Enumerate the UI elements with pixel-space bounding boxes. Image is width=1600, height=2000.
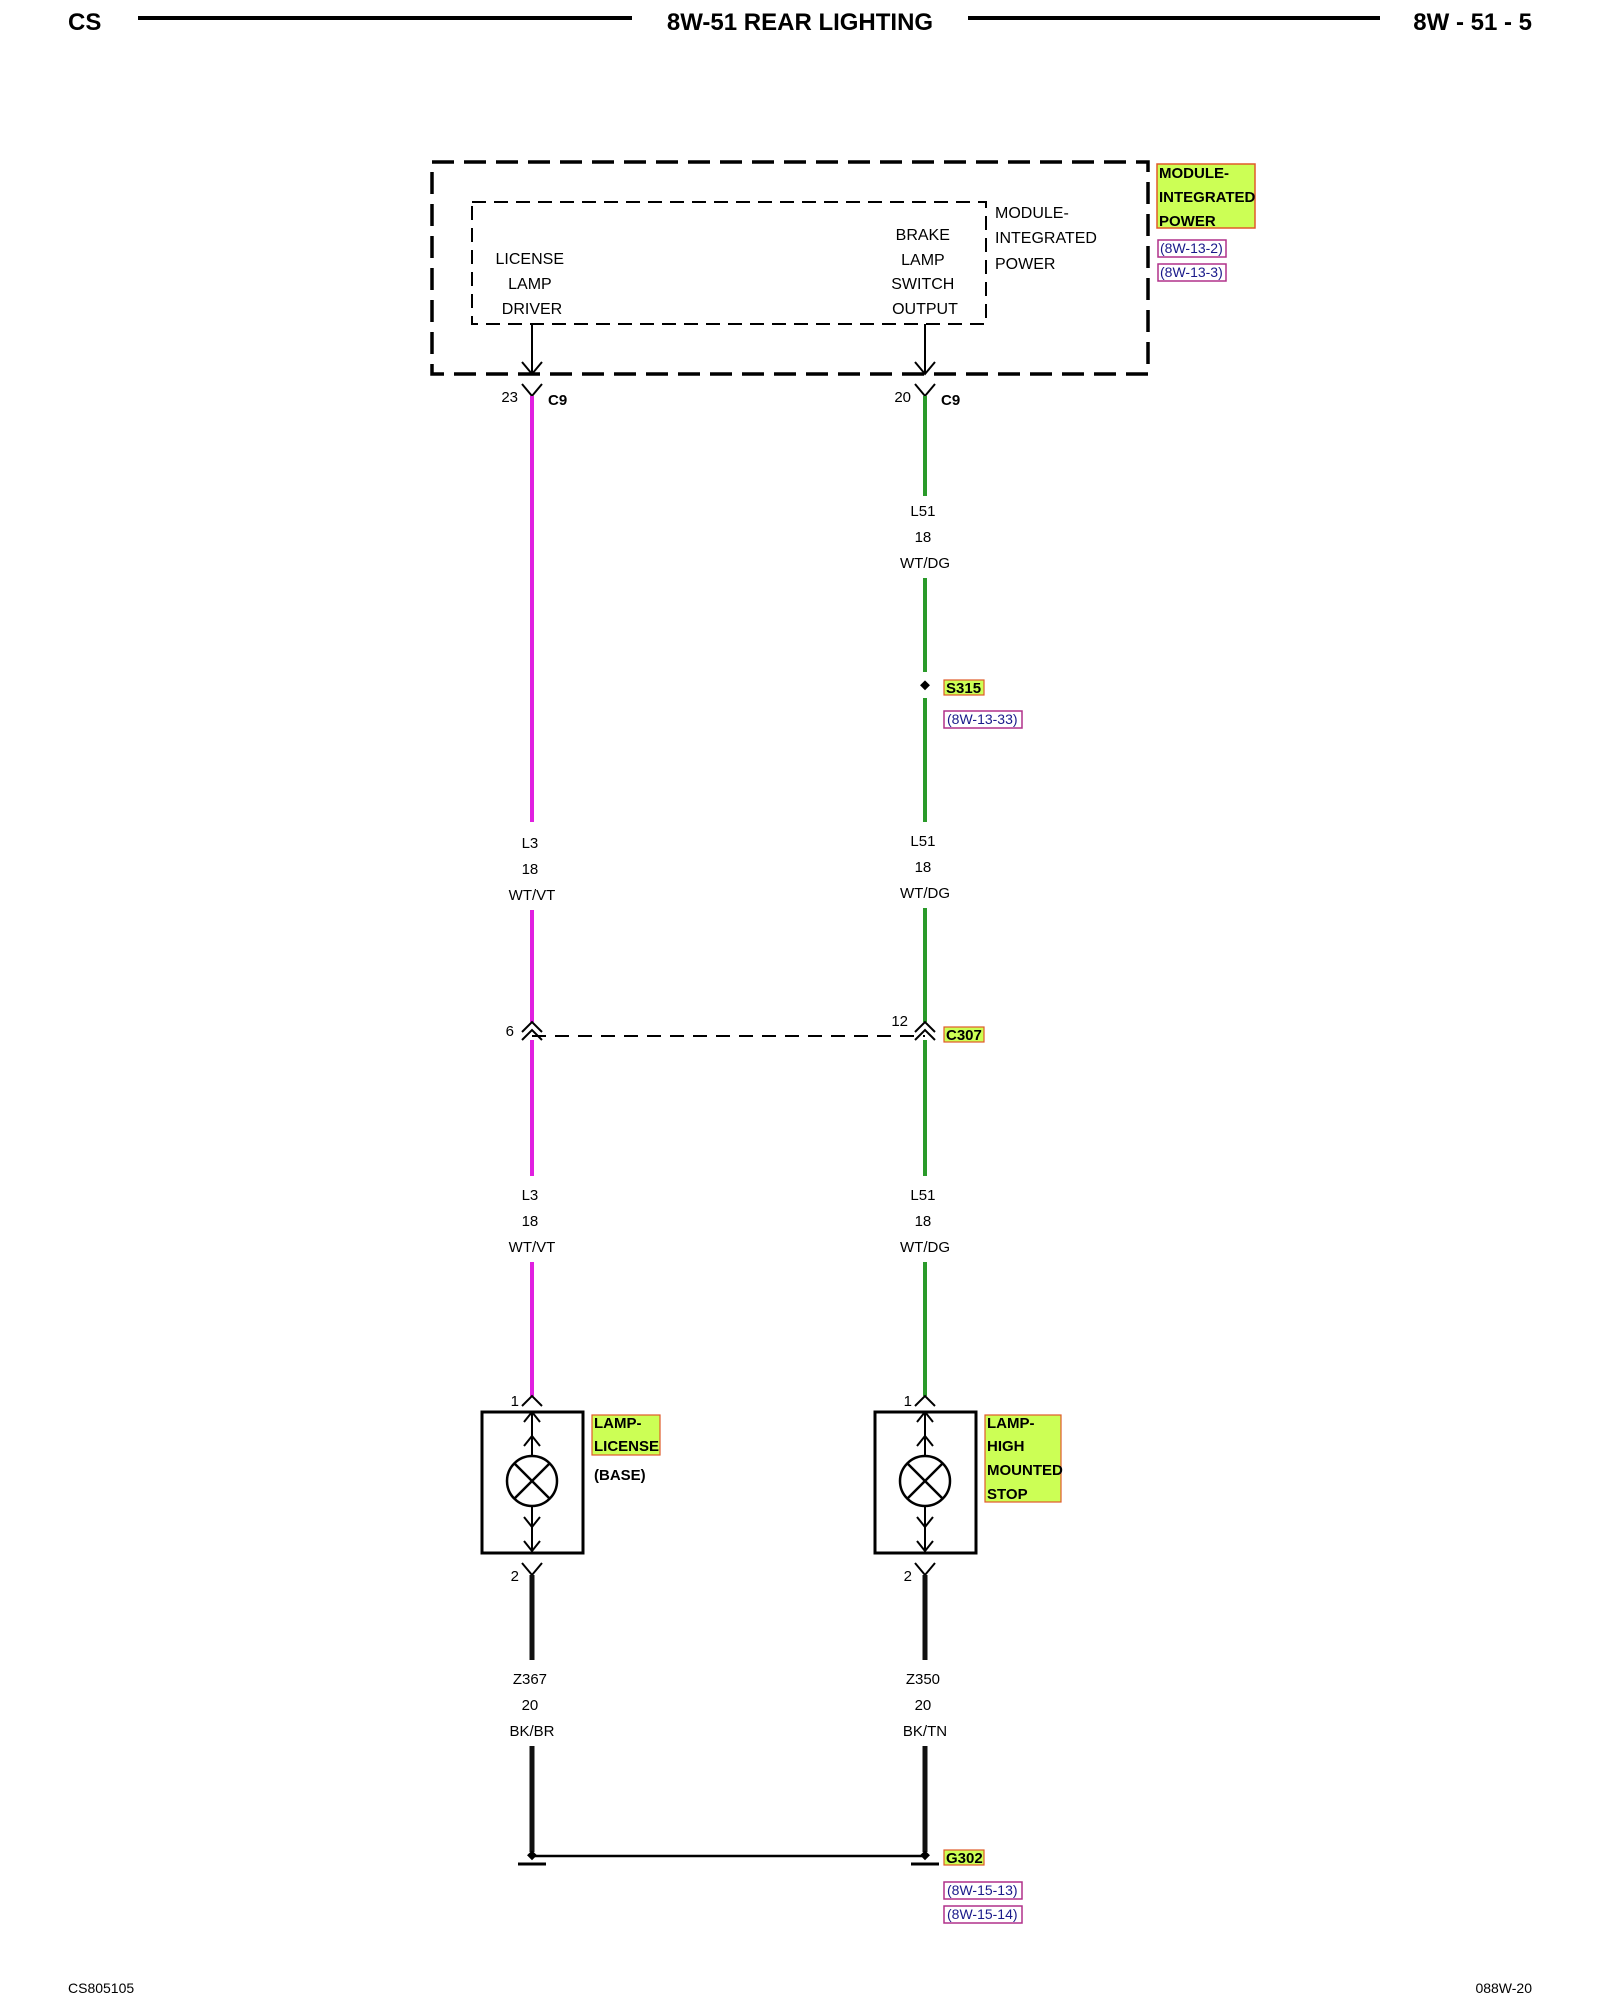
license-lamp-pin2-connector	[521, 1562, 543, 1577]
license-driver-arrowhead	[521, 361, 543, 376]
lamp-license-lead-bottom-arrow	[523, 1516, 541, 1529]
lamp-license-lead-bottom-arrow2	[523, 1540, 541, 1553]
c9-right-connector	[914, 383, 936, 398]
splice-s315-label: S315	[946, 680, 981, 697]
c9-right-label: C9	[941, 392, 960, 409]
hms-lamp-pin1-connector	[914, 1394, 936, 1407]
module-ref-1-box[interactable]	[1157, 239, 1227, 258]
lamp-hms-bulb-cross-b	[906, 1462, 944, 1500]
lamp-hms-lead-bottom-arrow	[916, 1516, 934, 1529]
ground-g302-label: G302	[946, 1850, 983, 1867]
lamp-hms-tag-highlight	[984, 1414, 1062, 1503]
ground-right-dot	[920, 1850, 930, 1861]
module-ref-1[interactable]: (8W-13-2)	[1160, 240, 1223, 256]
wire-l51-mid-label: L51 18 WT/DG	[900, 833, 950, 902]
splice-s315-highlight	[943, 679, 985, 696]
license-lamp-pin2: 2	[511, 1568, 519, 1585]
hms-lamp-pin2-connector	[914, 1562, 936, 1577]
brake-lamp-output-label: BRAKE LAMP SWITCH OUTPUT	[891, 227, 959, 318]
module-tag-highlight	[1156, 163, 1256, 229]
page-title: 8W-51 REAR LIGHTING	[667, 9, 933, 36]
wire-z367-label: Z367 20 BK/BR	[509, 1671, 554, 1740]
splice-s315-dot	[920, 680, 930, 691]
ground-left-dot	[527, 1850, 537, 1861]
ground-ref-2[interactable]: (8W-15-14)	[947, 1906, 1018, 1922]
c307-left-pin: 6	[506, 1023, 514, 1040]
hms-lamp-pin2: 2	[904, 1568, 912, 1585]
header-left: CS	[68, 9, 101, 36]
splice-ref-box[interactable]	[943, 710, 1023, 729]
lamp-license-lead-top-arrow	[523, 1410, 541, 1423]
footer-left: CS805105	[68, 1980, 134, 1996]
splice-ref[interactable]: (8W-13-33)	[947, 711, 1018, 727]
lamp-hms-tag: LAMP- HIGH MOUNTED STOP	[987, 1415, 1067, 1503]
c307-highlight	[943, 1026, 985, 1043]
lamp-hms-lead-bottom-arrow2	[916, 1540, 934, 1553]
ground-ref-1-box[interactable]	[943, 1881, 1023, 1900]
lamp-hms-lead-top-arrow2	[916, 1434, 934, 1447]
lamp-license-lead-top-arrow2	[523, 1434, 541, 1447]
ground-g302-highlight	[943, 1849, 985, 1866]
ground-ref-1[interactable]: (8W-15-13)	[947, 1882, 1018, 1898]
footer-right: 088W-20	[1475, 1980, 1532, 1996]
c307-left-connector-top	[521, 1020, 543, 1033]
wire-l3-low-label: L3 18 WT/VT	[509, 1187, 556, 1256]
c9-left-connector	[521, 383, 543, 398]
lamp-license-bulb-cross-b	[513, 1462, 551, 1500]
header-right: 8W - 51 - 5	[1413, 9, 1532, 36]
lamp-license-note: (BASE)	[594, 1467, 646, 1484]
c307-label: C307	[946, 1027, 982, 1044]
license-lamp-pin1: 1	[511, 1393, 519, 1410]
wire-l51-top-label: L51 18 WT/DG	[900, 503, 950, 572]
c307-right-pin: 12	[891, 1013, 908, 1030]
c9-left-label: C9	[548, 392, 567, 409]
license-lamp-driver-label: LICENSE LAMP DRIVER	[496, 251, 569, 318]
lamp-hms-lead-top-arrow	[916, 1410, 934, 1423]
brake-output-arrowhead	[914, 361, 936, 376]
c307-right-connector-bottom	[914, 1028, 936, 1041]
hms-lamp-pin1: 1	[904, 1393, 912, 1410]
lamp-license-tag: LAMP- LICENSE	[594, 1415, 659, 1455]
module-outer-box	[430, 160, 1150, 376]
module-ref-2-box[interactable]	[1157, 263, 1227, 282]
module-inner-name: MODULE- INTEGRATED POWER	[995, 205, 1101, 273]
c9-left-pin: 23	[501, 389, 518, 406]
module-tag: MODULE- INTEGRATED POWER	[1159, 165, 1260, 230]
module-inner-box	[471, 201, 987, 325]
license-lamp-pin1-connector	[521, 1394, 543, 1407]
wire-z350-label: Z350 20 BK/TN	[903, 1671, 947, 1740]
ground-ref-2-box[interactable]	[943, 1905, 1023, 1924]
c307-right-connector-top	[914, 1020, 936, 1033]
lamp-license-tag-highlight	[591, 1414, 661, 1456]
c9-right-pin: 20	[894, 389, 911, 406]
wire-l3-mid-label: L3 18 WT/VT	[509, 835, 556, 904]
wire-l51-low-label: L51 18 WT/DG	[900, 1187, 950, 1256]
module-ref-2[interactable]: (8W-13-3)	[1160, 264, 1223, 280]
